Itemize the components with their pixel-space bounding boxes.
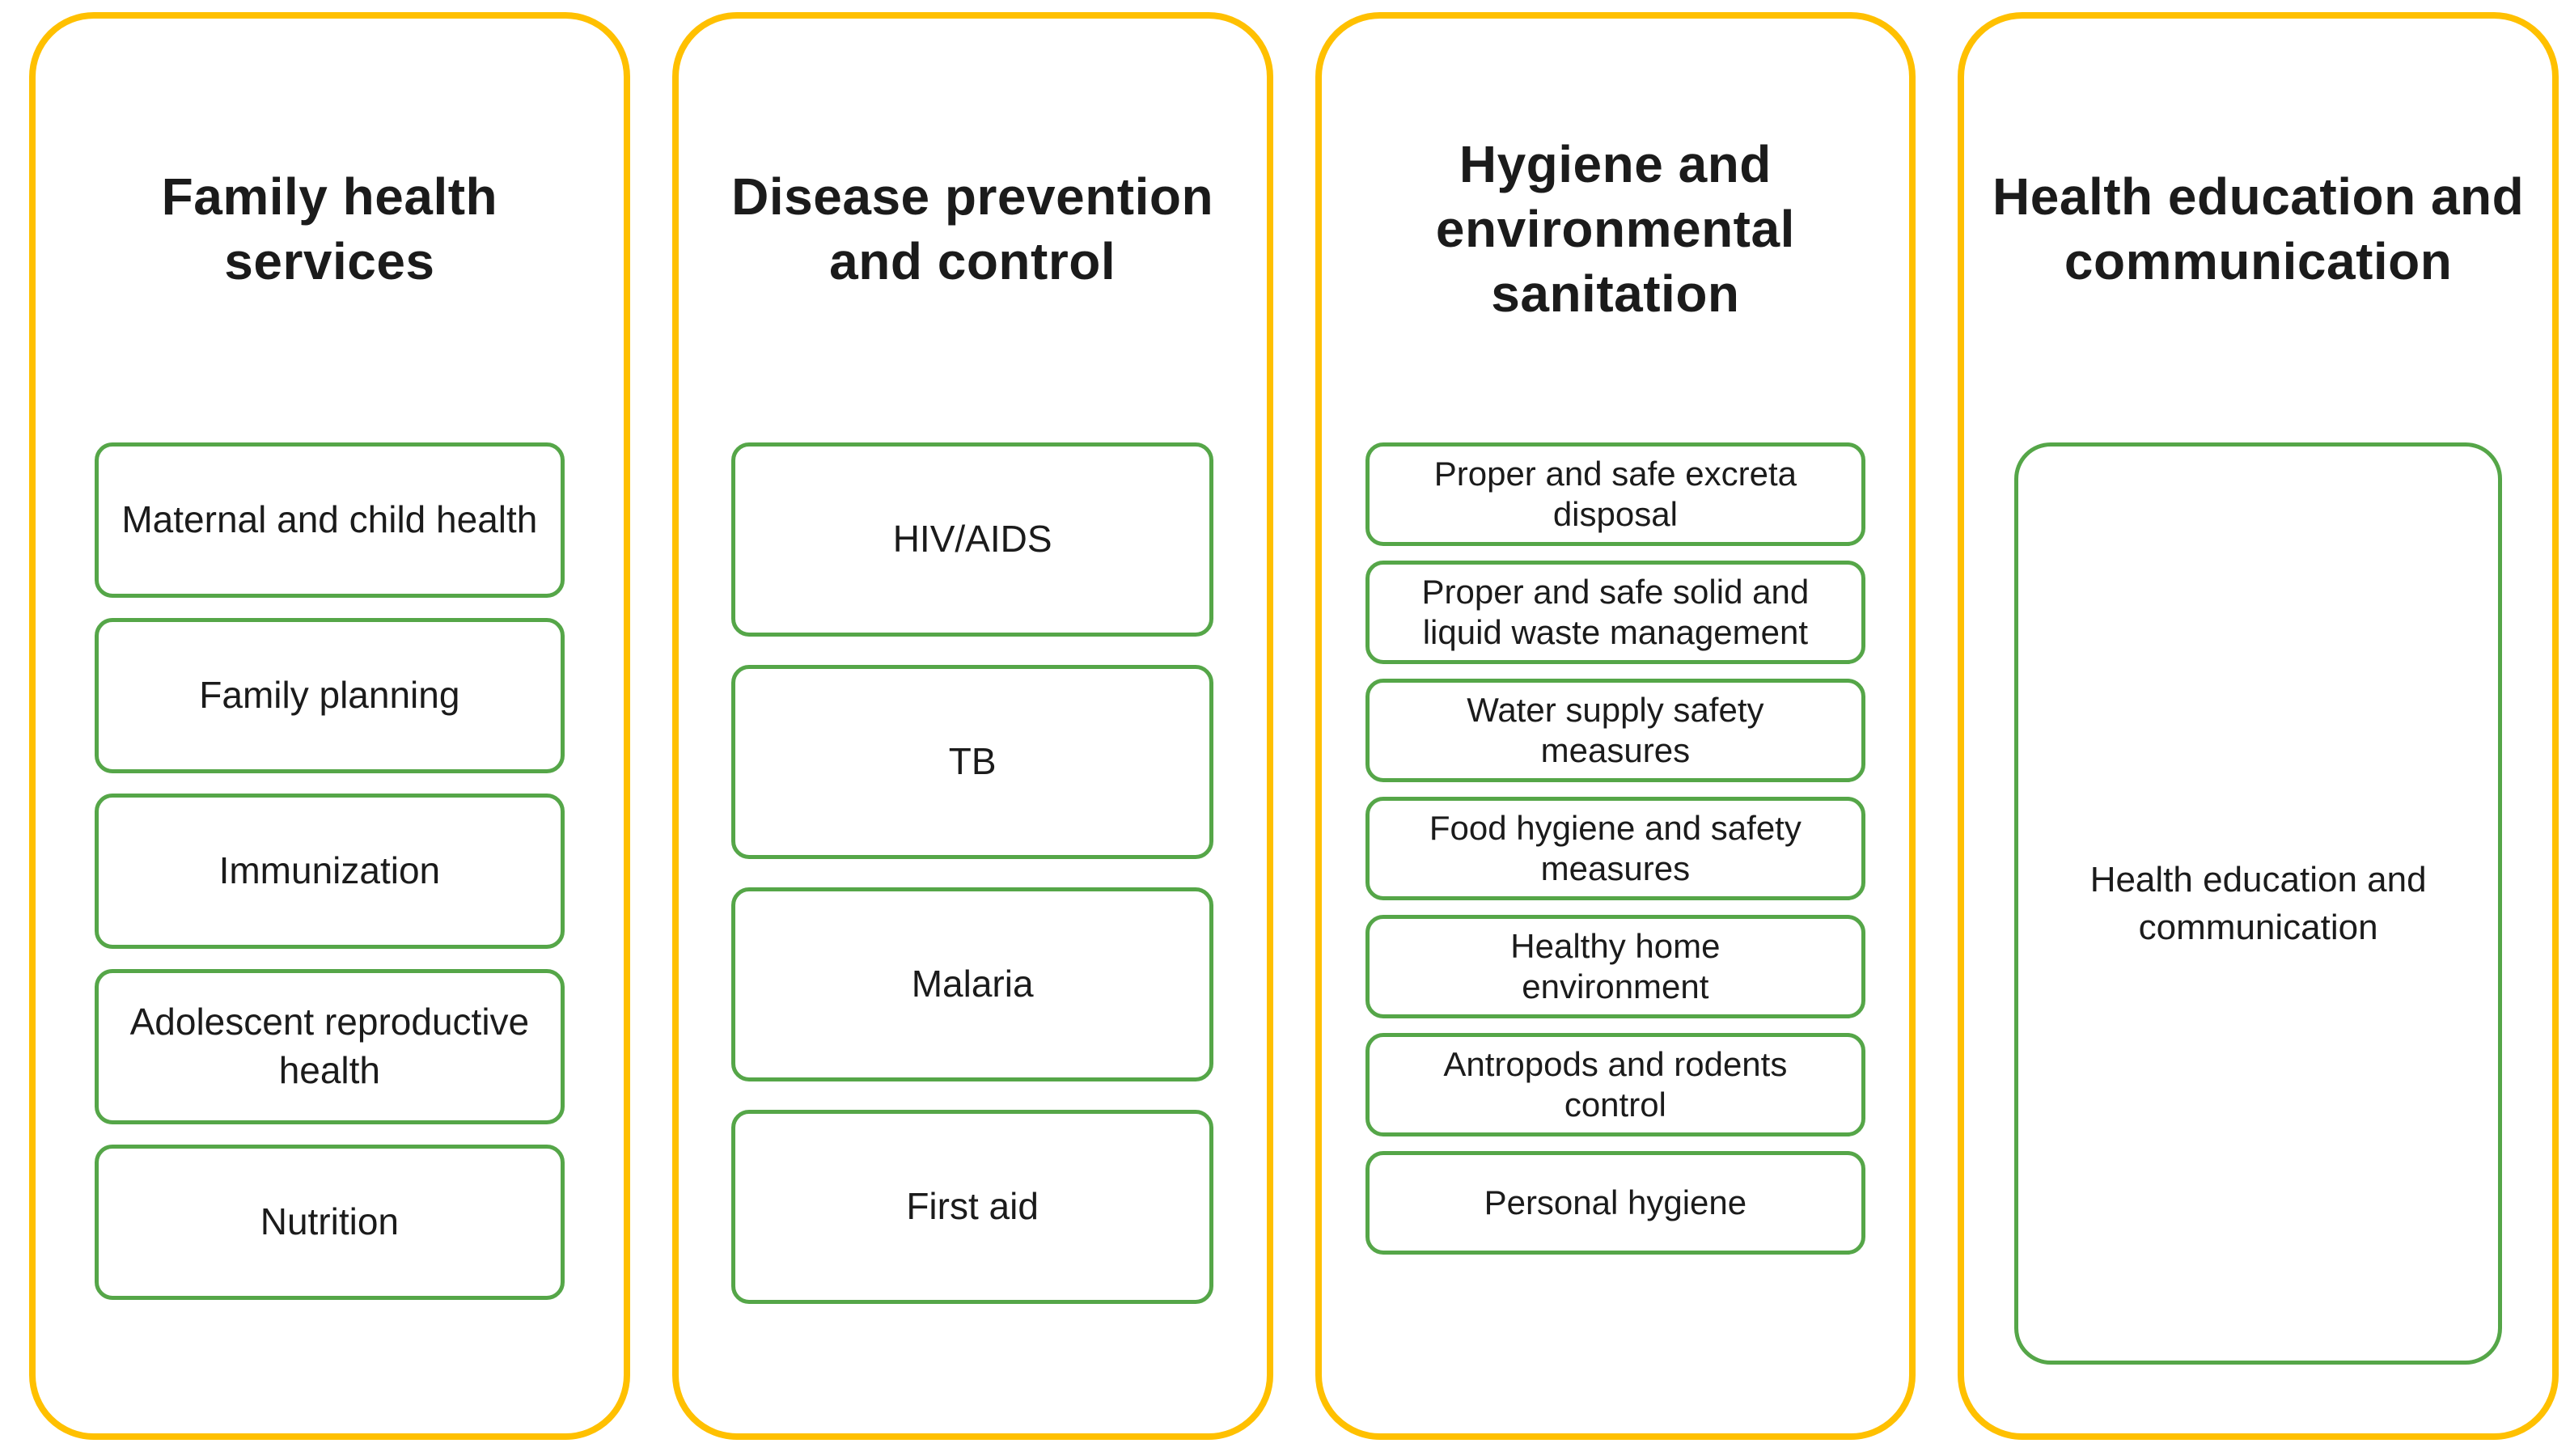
column-title: Health education and communication — [1992, 167, 2525, 290]
item-list: Health education and communication — [1964, 442, 2552, 1365]
item-box: Proper and safe solid and liquid waste m… — [1365, 561, 1865, 664]
item-box: Healthy home environment — [1365, 915, 1865, 1018]
item-list: Proper and safe excreta disposal Proper … — [1322, 442, 1910, 1269]
column-title: Family health services — [161, 167, 498, 290]
item-list: Maternal and child health Family plannin… — [36, 442, 624, 1320]
column-title: Disease prevention and control — [731, 167, 1214, 290]
item-box: Family planning — [94, 618, 565, 773]
item-box: Personal hygiene — [1365, 1151, 1865, 1255]
item-box: Nutrition — [94, 1145, 565, 1300]
item-box: Immunization — [94, 794, 565, 949]
item-box: HIV/AIDS — [731, 442, 1214, 637]
column-disease-prevention-and-control: Disease prevention and control HIV/AIDS … — [671, 12, 1273, 1440]
item-box: Food hygiene and safety measures — [1365, 797, 1865, 900]
item-box: First aid — [731, 1110, 1214, 1304]
item-box: Water supply safety measures — [1365, 679, 1865, 782]
item-box: Antropods and rodents control — [1365, 1033, 1865, 1136]
item-box: Health education and communication — [2014, 442, 2503, 1365]
column-hygiene-and-environmental-sanitation: Hygiene and environmental sanitation Pro… — [1315, 12, 1916, 1440]
item-box: Proper and safe excreta disposal — [1365, 442, 1865, 546]
column-health-education-and-communication: Health education and communication Healt… — [1958, 12, 2559, 1440]
item-list: HIV/AIDS TB Malaria First aid — [679, 442, 1267, 1332]
item-box: Adolescent reproductive health — [94, 969, 565, 1124]
item-box: Malaria — [731, 887, 1214, 1081]
item-box: Maternal and child health — [94, 442, 565, 598]
column-title: Hygiene and environmental sanitation — [1435, 135, 1795, 323]
column-family-health-services: Family health services Maternal and chil… — [29, 12, 630, 1440]
item-box: TB — [731, 665, 1214, 859]
